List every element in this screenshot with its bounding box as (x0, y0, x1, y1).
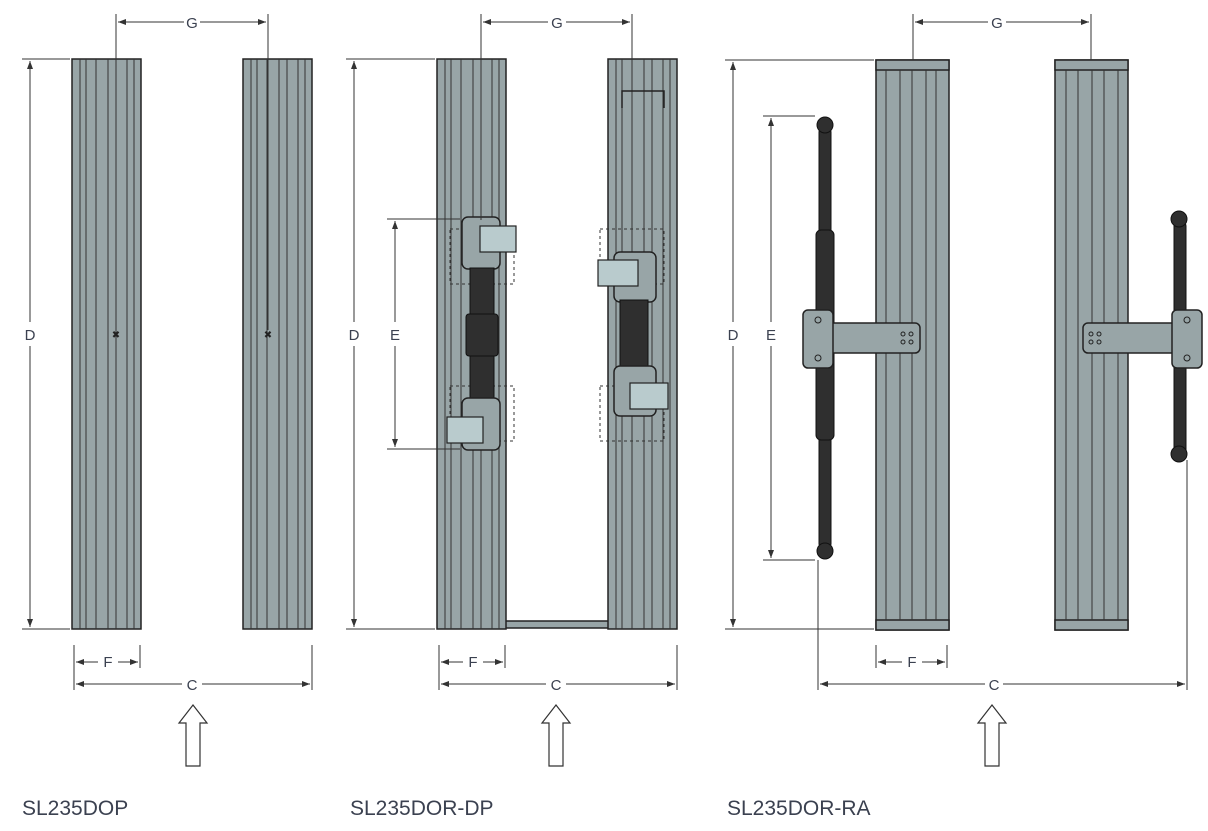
dim-label-e: E (390, 327, 400, 344)
dimension-c: C (441, 677, 675, 694)
dim-label-d: D (349, 327, 360, 344)
dim-label-f: F (103, 654, 112, 671)
dimension-f: F (875, 645, 948, 671)
rod-hardware-right (1082, 210, 1203, 463)
dim-label-c: C (989, 677, 1000, 694)
dim-label-f: F (907, 654, 916, 671)
dimension-c: C (76, 677, 310, 694)
dimension-d: D (725, 59, 874, 630)
fastener-icon: ✖ (112, 330, 120, 341)
dimension-f: F (73, 645, 313, 690)
dim-label-d: D (728, 327, 739, 344)
dim-label-c: C (187, 677, 198, 694)
dimension-e: E (387, 218, 460, 450)
panel-sl235dop: ✖ ✖ G D F C SL235DOP (22, 14, 313, 820)
dim-label-c: C (551, 677, 562, 694)
rod-hardware-left (802, 116, 921, 560)
dim-label-e: E (766, 327, 776, 344)
dim-label-g: G (186, 15, 198, 32)
dimension-e: E (763, 115, 815, 561)
dimension-f: F (438, 645, 678, 690)
model-label: SL235DOR-RA (727, 797, 871, 820)
bottom-rail (499, 620, 616, 629)
fastener-icon: ✖ (264, 330, 272, 341)
dim-label-g: G (991, 15, 1003, 32)
dimension-g: G (115, 14, 269, 330)
dimension-d: D (22, 58, 70, 630)
column-left (71, 58, 142, 630)
direction-arrow-icon (977, 704, 1007, 767)
direction-arrow-icon (541, 704, 571, 767)
column-right (242, 58, 313, 630)
dimension-g: G (480, 14, 633, 220)
dimension-c: C (817, 460, 1188, 694)
dimension-g: G (912, 14, 1092, 60)
top-bracket (621, 90, 665, 108)
dimension-d: D (346, 58, 435, 630)
lock-hardware-right (597, 228, 669, 442)
dim-label-g: G (551, 15, 563, 32)
direction-arrow-icon (178, 704, 208, 767)
dim-label-d: D (25, 327, 36, 344)
panel-sl235dor-ra: G D E F C SL235DOR-RA (725, 14, 1203, 820)
dim-label-f: F (468, 654, 477, 671)
model-label: SL235DOR-DP (350, 797, 494, 820)
panel-sl235dor-dp: G D E F C SL235DOR-DP (346, 14, 678, 820)
model-label: SL235DOP (22, 797, 128, 820)
lock-hardware-left (446, 216, 517, 451)
